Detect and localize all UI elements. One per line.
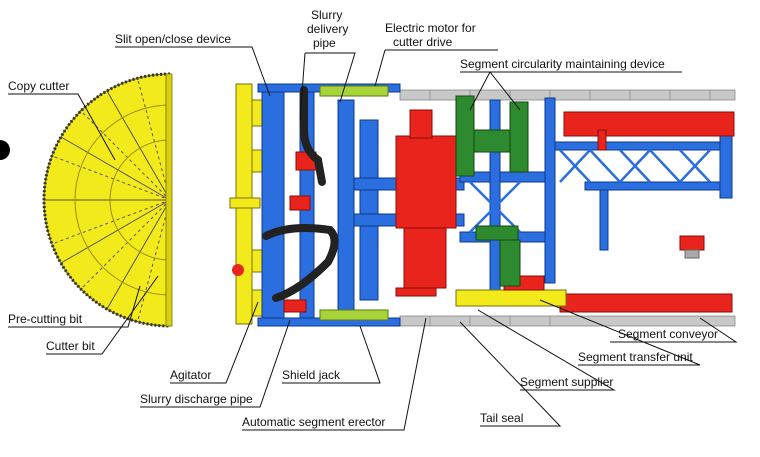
label-pre-cutting-bit: Pre-cutting bit [8,312,83,326]
label-segment-transfer: Segment transfer unit [578,350,693,364]
label-segment-circularity: Segment circularity maintaining device [460,57,665,71]
label-cutter-bit: Cutter bit [46,339,95,353]
label-slurry-delivery-3: pipe [313,36,336,50]
label-segment-supplier: Segment supplier [520,375,613,389]
label-motor-1: Electric motor for [385,21,476,35]
cutter-drive-motor [283,109,457,313]
segment-conveyor-body [455,275,733,313]
label-slurry-discharge: Slurry discharge pipe [140,392,253,406]
leader-lines [8,46,738,431]
label-segment-erector: Automatic segment erector [242,415,385,429]
label-segment-conveyor: Segment conveyor [618,327,718,341]
slurry-pipes [262,86,339,302]
shield-jacks [319,85,389,321]
label-shield-jack: Shield jack [282,368,341,382]
label-slurry-delivery-2: delivery [307,22,348,36]
cutter-head-front-view [0,72,173,328]
label-motor-2: cutter drive [393,35,453,49]
callout-labels: Slit open/close device Slurry delivery p… [8,8,718,429]
cutter-head-side [229,83,263,325]
overhead-crane [563,111,735,259]
label-slit-device: Slit open/close device [115,32,231,46]
label-tail-seal: Tail seal [480,411,523,425]
circularity-device [455,95,529,287]
label-agitator: Agitator [170,368,211,382]
truss-members [469,149,711,233]
label-copy-cutter: Copy cutter [8,79,69,93]
label-slurry-delivery-1: Slurry [311,8,342,22]
